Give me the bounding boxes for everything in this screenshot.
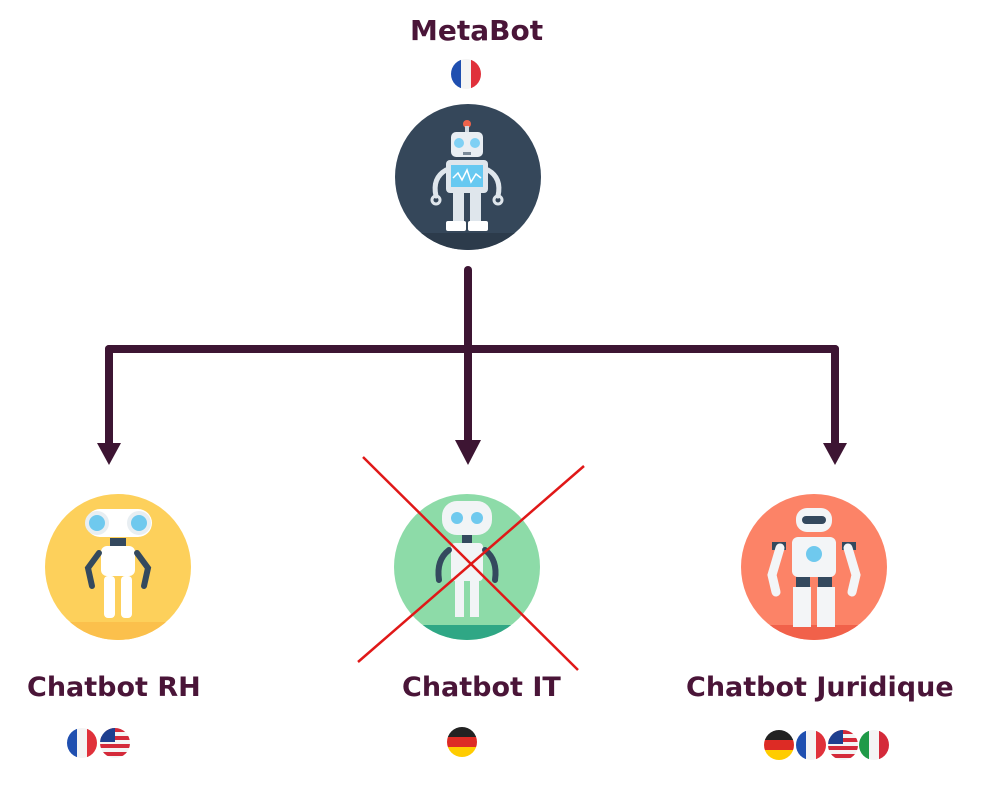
arrow-head-rh — [97, 443, 121, 465]
connector-lines — [105, 266, 839, 450]
flag-de-icon — [764, 730, 794, 760]
chatbot-it-strikeout — [357, 456, 585, 671]
arrow-head-it — [455, 440, 481, 465]
chatbot-juridique-title: Chatbot Juridique — [686, 672, 954, 703]
chatbot-it-robot-icon — [394, 494, 540, 640]
flag-it-icon — [859, 730, 889, 760]
chatbot-juridique-robot-icon — [741, 494, 887, 640]
chatbot-rh-robot-icon — [45, 494, 191, 640]
chatbot-it-title: Chatbot IT — [402, 672, 561, 703]
metabot-title: MetaBot — [410, 14, 544, 47]
flag-fr-icon — [451, 59, 481, 89]
chatbot-rh-title: Chatbot RH — [27, 672, 201, 703]
flag-us-icon — [828, 730, 858, 760]
arrow-head-juridique — [823, 443, 847, 465]
flag-fr-icon — [796, 730, 826, 760]
metabot-robot-icon — [395, 104, 541, 250]
flag-fr-icon — [67, 728, 97, 758]
flag-de-icon — [447, 727, 477, 757]
flag-us-icon — [100, 728, 130, 758]
